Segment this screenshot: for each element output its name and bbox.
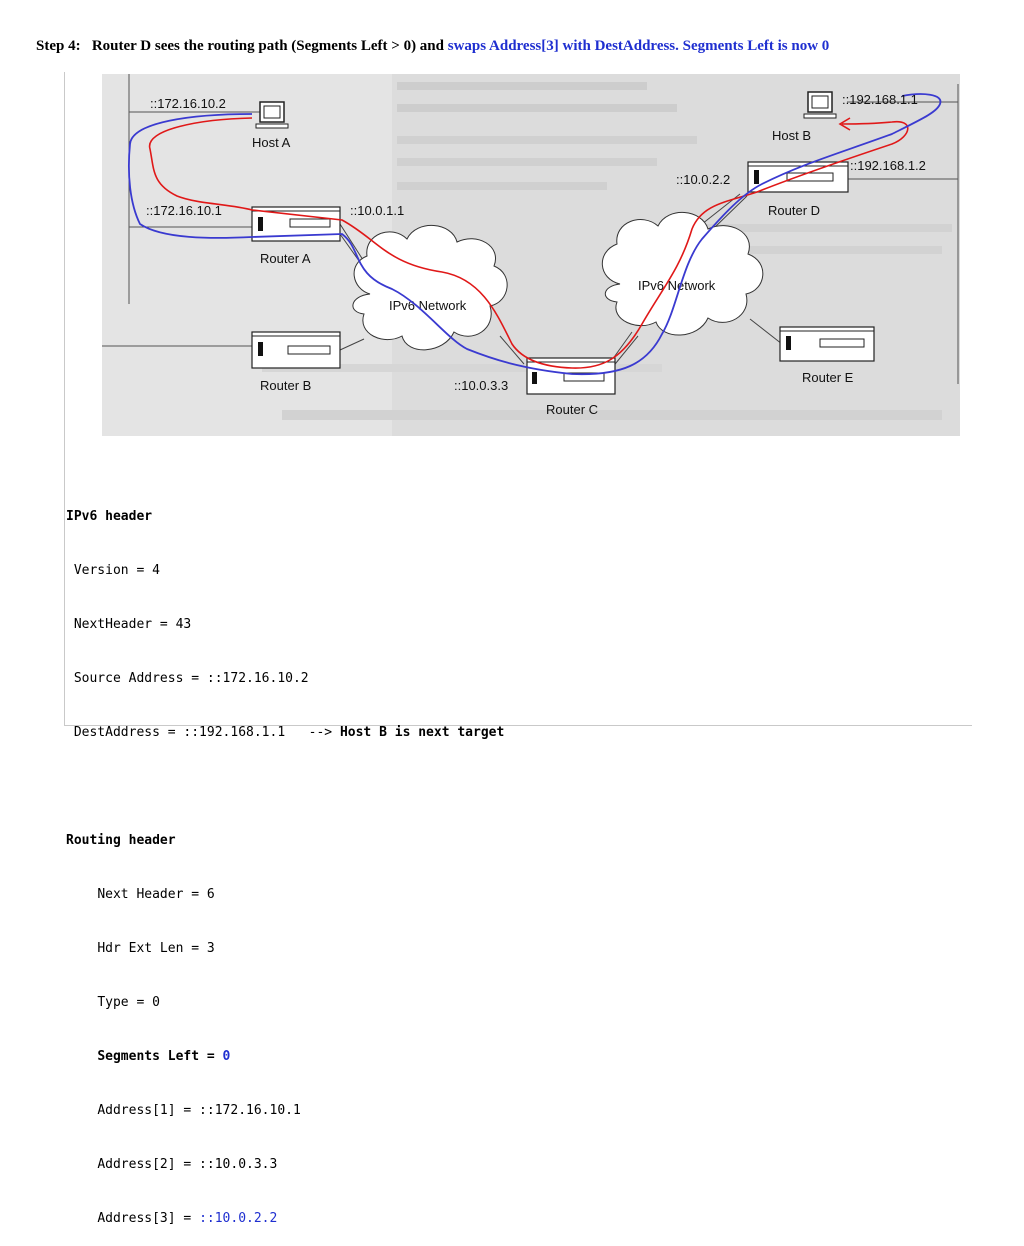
host-a-address: ::172.16.10.2 xyxy=(150,96,226,111)
router-a-label: Router A xyxy=(260,251,311,266)
router-e-label: Router E xyxy=(802,370,854,385)
blue-path xyxy=(128,93,942,376)
host-b-computer-icon xyxy=(803,91,837,119)
title-highlight: swaps Address[3] with DestAddress. Segme… xyxy=(447,38,830,54)
ipv6-source-address: Source Address = ::172.16.10.2 xyxy=(73,671,309,686)
router-b-label: Router B xyxy=(260,378,311,393)
routing-type: Type = 0 xyxy=(97,995,160,1010)
red-arrowhead xyxy=(838,117,851,131)
host-b-address: ::192.168.1.1 xyxy=(842,92,918,107)
network-diagram: IPv6 Network IPv6 Network xyxy=(102,74,960,436)
host-a-computer-icon xyxy=(255,101,289,129)
step-label: Step 4: xyxy=(36,38,81,54)
cloud-right-label: IPv6 Network xyxy=(638,278,716,293)
router-b-icon xyxy=(251,331,341,369)
title-text: Router D sees the routing path (Segments… xyxy=(91,38,444,54)
address-3-value: ::10.0.2.2 xyxy=(199,1211,278,1226)
red-path xyxy=(148,117,909,369)
cloud-right: IPv6 Network xyxy=(601,211,764,336)
host-b-label: Host B xyxy=(772,128,811,143)
dest-note: Host B is next target xyxy=(339,725,505,740)
routing-address-2: Address[2] = ::10.0.3.3 xyxy=(97,1157,278,1172)
cloud-left-label: IPv6 Network xyxy=(389,298,467,313)
host-a-label: Host A xyxy=(252,135,291,150)
packet-headers: IPv6 header Version = 4 NextHeader = 43 … xyxy=(66,472,504,1246)
segments-left-value: 0 xyxy=(222,1049,231,1064)
routing-segments-left: Segments Left = 0 xyxy=(97,1049,231,1064)
routing-hdr-ext-len: Hdr Ext Len = 3 xyxy=(97,941,215,956)
routing-address-3: Address[3] = ::10.0.2.2 xyxy=(97,1211,278,1226)
ipv6-version: Version = 4 xyxy=(73,563,160,578)
left-rule xyxy=(64,72,65,726)
ipv6-header-heading: IPv6 header xyxy=(66,509,153,524)
router-c-address: ::10.0.3.3 xyxy=(454,378,508,393)
routing-header-heading: Routing header xyxy=(66,833,176,848)
ipv6-dest-address: DestAddress = ::192.168.1.1 --> Host B i… xyxy=(73,725,505,740)
router-d-right-address: ::192.168.1.2 xyxy=(850,158,926,173)
router-e-icon xyxy=(779,326,875,362)
bottom-rule xyxy=(64,725,972,726)
router-c-label: Router C xyxy=(546,402,598,417)
routing-address-1: Address[1] = ::172.16.10.1 xyxy=(97,1103,301,1118)
router-d-left-address: ::10.0.2.2 xyxy=(676,172,730,187)
router-a-left-address: ::172.16.10.1 xyxy=(146,203,222,218)
slide-title: Step 4: Router D sees the routing path (… xyxy=(36,38,829,55)
router-d-label: Router D xyxy=(768,203,820,218)
ipv6-next-header: NextHeader = 43 xyxy=(73,617,192,632)
router-a-right-address: ::10.0.1.1 xyxy=(350,203,404,218)
cloud-left: IPv6 Network xyxy=(352,224,508,351)
routing-next-header: Next Header = 6 xyxy=(97,887,215,902)
